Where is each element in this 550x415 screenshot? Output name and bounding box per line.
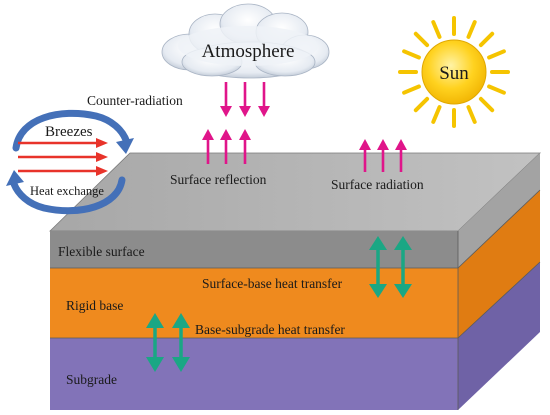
rigid-base-side bbox=[458, 190, 540, 338]
heat-exchange-label: Heat exchange bbox=[30, 184, 104, 198]
surface-reflection-arrows bbox=[202, 129, 251, 164]
base-subgrade-heat-transfer-label: Base-subgrade heat transfer bbox=[195, 322, 345, 337]
sun-ray bbox=[466, 105, 477, 124]
subgrade-label: Subgrade bbox=[66, 372, 117, 387]
sun-ray bbox=[413, 31, 430, 48]
breeze-cycle-icon bbox=[6, 109, 134, 215]
sun-ray bbox=[431, 105, 442, 124]
sun-ray bbox=[431, 20, 442, 39]
surface-reflection-label: Surface reflection bbox=[170, 172, 267, 187]
rigid-base-label: Rigid base bbox=[66, 298, 123, 313]
sun-ray bbox=[487, 84, 506, 95]
sun-ray bbox=[487, 49, 506, 60]
flexible-surface-label: Flexible surface bbox=[58, 244, 145, 259]
surface-radiation-label: Surface radiation bbox=[331, 177, 424, 192]
counter-radiation-label: Counter-radiation bbox=[87, 93, 183, 108]
counter-radiation-arrows bbox=[220, 82, 270, 117]
flexible-surface-layer bbox=[50, 231, 458, 268]
sun-ray bbox=[478, 96, 495, 113]
surface-base-heat-arrows bbox=[369, 236, 412, 298]
sun-icon bbox=[398, 16, 510, 128]
breezes-label: Breezes bbox=[45, 124, 93, 140]
sun-label: Sun bbox=[439, 63, 469, 84]
subgrade-layer bbox=[50, 338, 458, 410]
subgrade-side bbox=[458, 262, 540, 410]
pavement-block bbox=[49, 152, 542, 410]
sun-ray bbox=[466, 20, 477, 39]
sun-ray bbox=[402, 49, 421, 60]
sun-ray bbox=[402, 84, 421, 95]
block-edges bbox=[50, 189, 541, 410]
surface-base-heat-transfer-label: Surface-base heat transfer bbox=[202, 276, 343, 291]
atmosphere-label: Atmosphere bbox=[202, 41, 295, 62]
sun-ray bbox=[413, 96, 430, 113]
surface-radiation-arrows bbox=[359, 139, 407, 172]
top-face bbox=[49, 152, 542, 232]
flexible-surface-side bbox=[458, 153, 540, 268]
base-subgrade-heat-arrows bbox=[146, 313, 190, 372]
cloud-icon bbox=[161, 3, 330, 79]
sun-ray bbox=[478, 31, 495, 48]
breeze-arrows bbox=[18, 138, 108, 176]
rigid-base-layer bbox=[50, 268, 458, 338]
